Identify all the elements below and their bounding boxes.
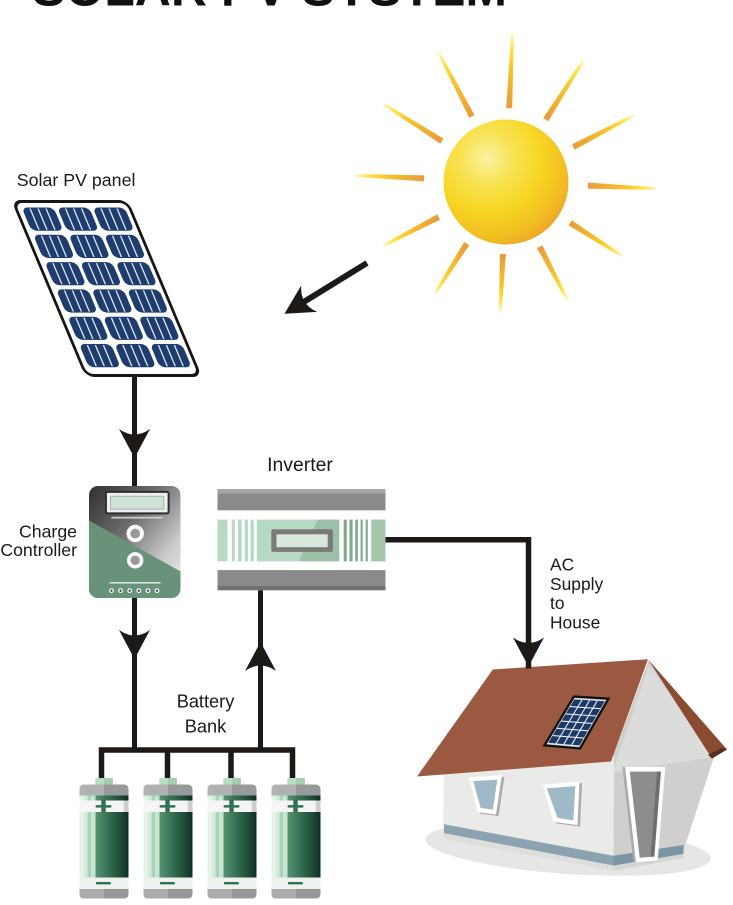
svg-text:Solar PV panel: Solar PV panel bbox=[17, 170, 136, 190]
svg-text:AC: AC bbox=[550, 555, 574, 575]
svg-text:SOLAR PV SYSTEM: SOLAR PV SYSTEM bbox=[32, 0, 507, 17]
svg-text:to: to bbox=[550, 593, 565, 613]
svg-text:Controller: Controller bbox=[0, 540, 77, 560]
svg-text:Battery: Battery bbox=[177, 692, 236, 712]
svg-text:Bank: Bank bbox=[185, 716, 227, 736]
svg-text:House: House bbox=[550, 612, 600, 632]
svg-text:Inverter: Inverter bbox=[267, 454, 333, 476]
svg-text:Charge: Charge bbox=[19, 522, 77, 542]
svg-text:Supply: Supply bbox=[550, 574, 603, 594]
